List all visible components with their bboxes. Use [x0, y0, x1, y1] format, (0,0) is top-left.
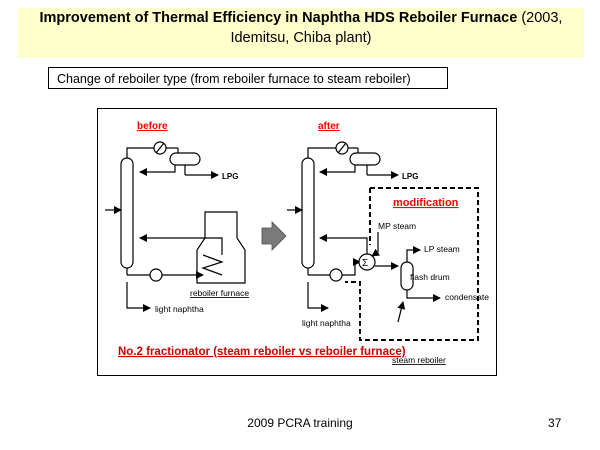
- diagram-frame: [97, 108, 497, 376]
- lpg-label-before: LPG: [222, 172, 238, 181]
- footer-page-number: 37: [548, 416, 562, 430]
- lp-steam-line: [406, 246, 421, 262]
- steam-reboiler-label: steam reboiler: [392, 355, 446, 365]
- light-naphtha-label-after: light naphtha: [302, 318, 351, 328]
- reflux-drum-after: [349, 152, 381, 166]
- reboiler-furnace-shape: [196, 211, 246, 284]
- title-rest: (2003,: [517, 10, 563, 26]
- column-after: [301, 157, 315, 269]
- before-label: before: [137, 121, 168, 132]
- reboiler-return-before: [139, 234, 223, 255]
- title-line-2: Idemitsu, Chiba plant): [230, 30, 372, 46]
- mp-steam-line: [371, 232, 381, 257]
- flash-drum-label: flash drum: [410, 272, 450, 282]
- light-naphtha-line-after: [307, 282, 329, 312]
- transition-arrow: [261, 221, 287, 251]
- overhead-line-after: [307, 147, 336, 158]
- condenser-slash-before: [155, 142, 165, 154]
- subtitle-box: Change of reboiler type (from reboiler f…: [48, 67, 448, 89]
- reboiler-furnace-label: reboiler furnace: [190, 288, 249, 298]
- light-naphtha-label-before: light naphtha: [155, 304, 204, 314]
- lpg-label-after: LPG: [402, 172, 418, 181]
- modification-label: modification: [393, 197, 459, 209]
- title-bold: Improvement of Thermal Efficiency in Nap…: [39, 10, 518, 26]
- condensate-line: [406, 290, 441, 302]
- pump-to-exchanger: [342, 258, 361, 276]
- reflux-drum-before: [169, 152, 201, 166]
- modification-dashed-box: [345, 187, 479, 341]
- steam-reboiler-exchanger: [358, 253, 376, 271]
- footer-training: 2009 PCRA training: [247, 416, 353, 430]
- steam-reboiler-pointer: [397, 301, 406, 323]
- condenser-slash-after: [337, 142, 347, 154]
- after-label: after: [318, 121, 340, 132]
- furnace-coil: [201, 254, 224, 276]
- lp-steam-label: LP steam: [424, 244, 460, 254]
- exchanger-symbol: Σ: [362, 258, 368, 269]
- pump-after: [329, 268, 343, 282]
- condensate-label: condensate: [445, 292, 489, 302]
- pump-before: [149, 268, 163, 282]
- overhead-line-before: [126, 147, 155, 158]
- mp-steam-label: MP steam: [378, 221, 416, 231]
- column-before: [120, 157, 134, 269]
- light-naphtha-line-before: [126, 282, 151, 312]
- reboiler-return-after: [319, 234, 368, 255]
- slide-title: Improvement of Thermal Efficiency in Nap…: [18, 8, 584, 58]
- reflux-line-before: [139, 165, 176, 176]
- reflux-line-after: [319, 165, 356, 176]
- fractionator-caption: No.2 fractionator (steam reboiler vs reb…: [118, 346, 406, 358]
